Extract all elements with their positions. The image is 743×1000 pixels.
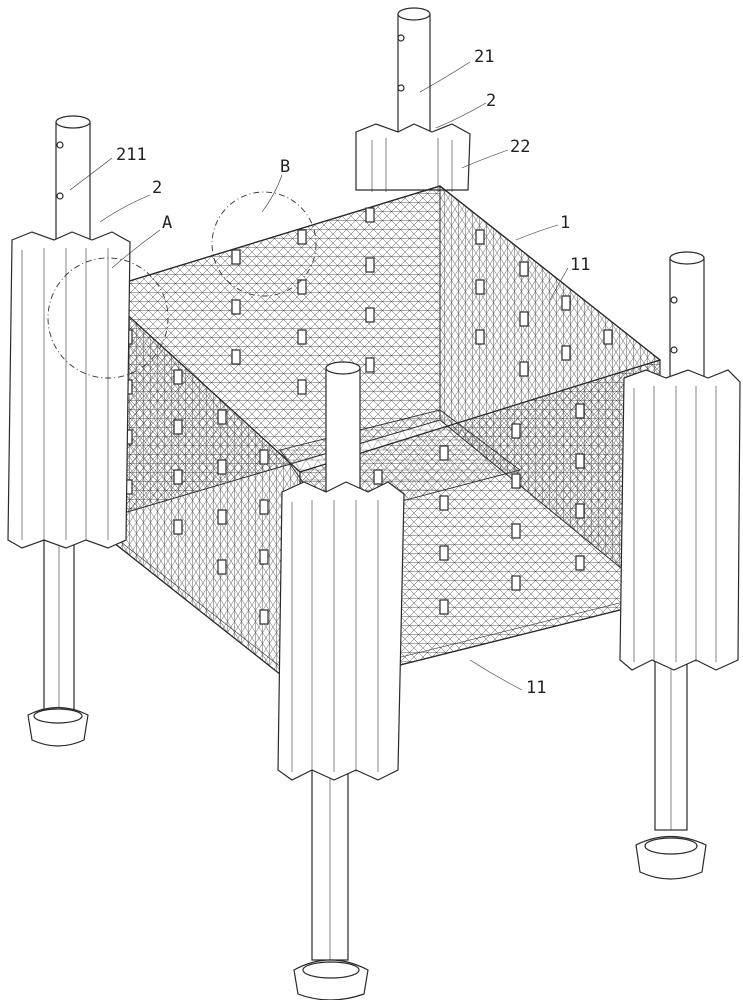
label-B: B (280, 157, 290, 177)
label-21: 21 (474, 47, 494, 67)
label-2-left: 2 (152, 178, 162, 198)
rear-post (355, 7, 471, 192)
callout-labels: 211 2 A B 21 2 22 1 11 11 (116, 47, 590, 698)
leader-lines (69, 61, 569, 691)
detail-circles (47, 191, 317, 379)
label-A: A (162, 213, 172, 233)
left-post (7, 115, 131, 747)
label-1: 1 (560, 213, 570, 233)
front-post (277, 361, 405, 1000)
label-211: 211 (116, 145, 147, 165)
right-post (619, 251, 741, 880)
label-2-right: 2 (486, 91, 496, 111)
label-22: 22 (510, 137, 530, 157)
label-11-bottom: 11 (526, 678, 546, 698)
label-11-top: 11 (570, 255, 590, 275)
